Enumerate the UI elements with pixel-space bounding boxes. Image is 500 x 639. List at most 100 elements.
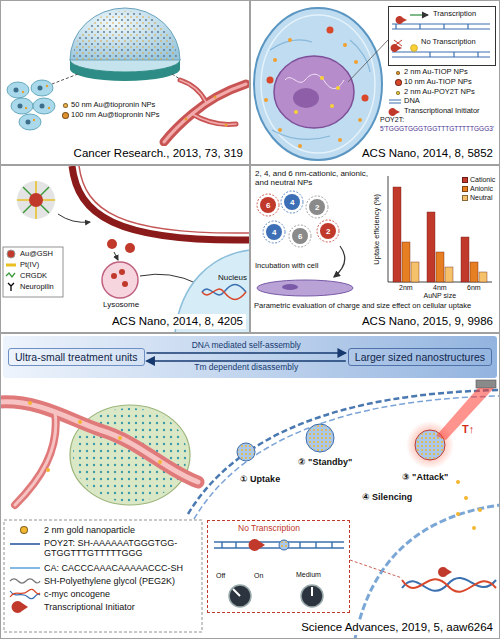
nanoparticle-drawing [289, 225, 311, 247]
cell-drawing [7, 80, 55, 130]
panel-d-illustration [282, 284, 298, 290]
nanoparticle-drawing [17, 181, 55, 219]
legend-sample [10, 589, 40, 597]
transcription-initiator [389, 108, 400, 116]
nanoparticle-dot [267, 27, 369, 102]
dial-symbol [311, 587, 313, 596]
step-label: ③ "Attack" [402, 472, 448, 482]
annotation-label: POY2T: [380, 116, 404, 124]
nanoparticle-drawing [292, 228, 308, 244]
gold-nanoparticle [28, 401, 32, 405]
legend-text: Neutral [470, 194, 493, 202]
blood-vessel [15, 412, 56, 505]
panel-c-illustration [114, 252, 118, 260]
axis-title: Uptake efficiency (%) [373, 193, 382, 264]
dna-strand [315, 542, 316, 548]
temperature-label: T↑ [462, 423, 474, 436]
band-label-box: Ultra-small treatment units [8, 348, 145, 366]
panel-d-illustration [334, 246, 345, 277]
legend-swatch [396, 91, 400, 95]
cell-nucleus [18, 104, 23, 109]
nanoparticle-drawing [257, 191, 339, 247]
citation-text: ACS Nano, 2014, 8, 4205 [109, 314, 246, 329]
panel-c-illustration [125, 243, 135, 253]
annotation-label: 2, 4, and 6 nm-cationic, anionic, and ne… [255, 169, 373, 187]
legend-text: CA: CACCCAAACAAAAACCC-SH [44, 563, 183, 573]
nanoparticle-drawing [29, 193, 43, 207]
nanoparticle-drawing [281, 191, 303, 213]
step-label: ① Uptake [240, 474, 280, 484]
dna-strand [477, 52, 478, 57]
dna-legend-sample [389, 103, 401, 104]
dna-legend-sample [389, 100, 401, 103]
dna-strand [467, 24, 468, 29]
dna-strand [392, 56, 490, 57]
legend-text: Neuropilin [20, 283, 54, 292]
blood-vessel [0, 402, 198, 482]
legend-text: POY2T: SH-AAAAAATGGGTGG-GTGGTTTGTTTTTGGG [44, 538, 199, 559]
panel-c-illustration [7, 250, 15, 258]
dna-strand [392, 51, 490, 52]
cell-drawing [19, 114, 41, 130]
connector-arrow [147, 352, 346, 353]
annotation-label: Nucleus [218, 273, 247, 282]
node-label: No Transcription [421, 38, 476, 47]
nanoparticle-dot [294, 76, 340, 114]
panel-c-illustration [6, 264, 16, 267]
dna-strand [443, 24, 444, 29]
nanoparticle-dot [343, 43, 347, 47]
legend-text: 2 nm Au-TIOP NPs [404, 68, 468, 77]
annotation-label: 5'TGGGTGGGTGGTTTGTTTTTGGG3' [380, 125, 494, 132]
legend-swatch [62, 112, 69, 119]
blood-vessel [164, 84, 246, 142]
nanoparticle-drawing [17, 181, 55, 219]
legend-text: 2 nm Au-POY2T NPs [404, 88, 475, 97]
blood-vessel [192, 114, 236, 125]
step-label: ④ Silencing [362, 492, 412, 502]
figure-panel: Cancer Research., 2013, 73, 319 [0, 0, 250, 165]
gold-nanoparticle [478, 508, 482, 512]
panel-e-illustration [3, 336, 497, 378]
legend-text: Cationic [470, 176, 495, 184]
panel-c-illustration [79, 166, 250, 233]
gold-nanoparticle [456, 480, 482, 530]
legend-text: Pt(IV) [20, 261, 39, 270]
inset-box: No TranscriptionOffOnMedium [207, 520, 350, 613]
legend-text: Transcriptional Initiator [404, 107, 480, 116]
dial-symbol [229, 585, 251, 607]
gold-nanoparticle [46, 85, 48, 87]
nanoparticle-dot [330, 104, 334, 108]
nanocluster [237, 443, 255, 461]
node-label: No Transcription [238, 524, 300, 534]
blood-vessel [0, 402, 198, 482]
panel-c-illustration [8, 283, 14, 291]
legend-text: 100 nm Au@tiopronin NPs [71, 111, 160, 120]
connector-label: DNA mediated self-assembly [192, 341, 301, 351]
panel-b-illustration [293, 88, 319, 108]
legend-text: 10 nm Au-TIOP NPs [404, 78, 472, 87]
nanoparticle-drawing [23, 187, 49, 213]
panel-c-illustration [122, 281, 128, 287]
panel-a-illustration [52, 74, 78, 84]
panel-c-illustration [111, 269, 128, 287]
size-number: 4 [290, 198, 294, 207]
axis-tick: 2nm [399, 284, 413, 292]
bar [479, 272, 487, 282]
bar [436, 252, 444, 282]
connector-label: Tm dependent disassembly [194, 363, 298, 373]
bar [445, 267, 453, 282]
panel-c-illustration [119, 269, 125, 275]
legend-text: Au@GSH [20, 250, 53, 259]
cell-drawing [33, 98, 55, 114]
citation-text: Cancer Research., 2013, 73, 319 [71, 146, 246, 161]
panel-c-illustration [58, 214, 90, 222]
node-text: Larger sized nanostructures [355, 351, 485, 363]
bar [393, 187, 487, 282]
nanoparticle-dot [288, 38, 292, 42]
panel-b-illustration [254, 6, 496, 160]
dna-strand [429, 52, 430, 57]
bar [402, 242, 410, 282]
annotation-label: Lysosome [103, 300, 139, 309]
legend-swatch [63, 103, 68, 108]
legend-sample [10, 544, 40, 613]
